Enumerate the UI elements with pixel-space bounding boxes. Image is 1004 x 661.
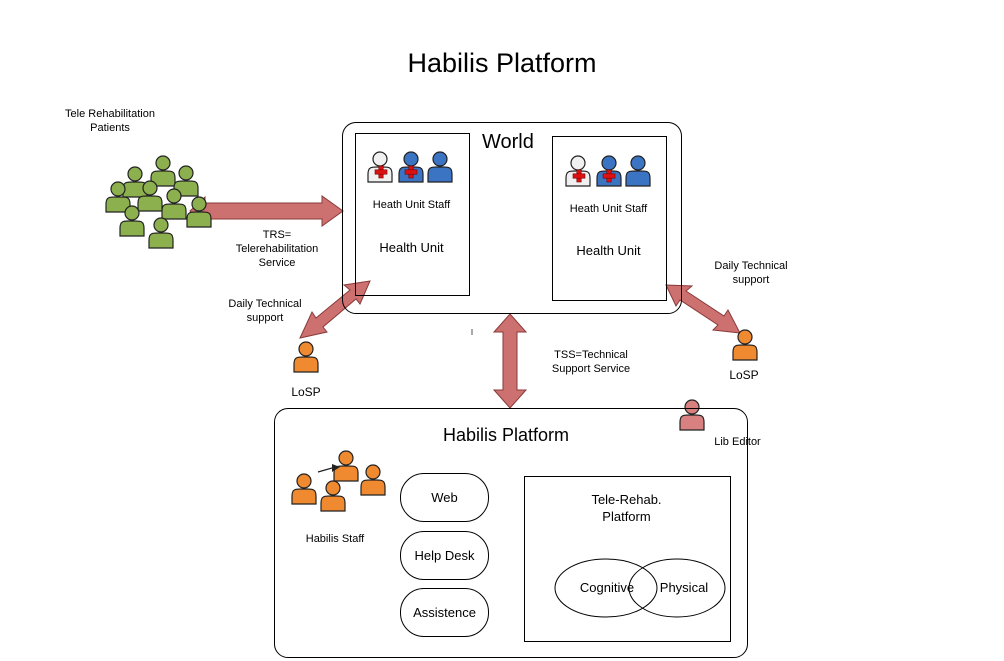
health-unit-box xyxy=(552,136,667,301)
losp-right-icon xyxy=(732,329,758,361)
world-label: World xyxy=(482,131,534,153)
assistence-service: Assistence xyxy=(400,588,489,637)
cognitive-label: Cognitive xyxy=(579,580,635,595)
right-support-label: Daily Technical support xyxy=(714,260,788,286)
left-support-arrow xyxy=(299,280,371,339)
losp-left-label: LoSP xyxy=(291,385,321,399)
left-support-label: Daily Technical support xyxy=(228,298,302,324)
telerehab-platform-label: Tele-Rehab. Platform xyxy=(591,492,662,524)
patients-group-icon xyxy=(105,155,212,249)
lib-editor-label: Lib Editor xyxy=(714,436,761,448)
health-unit-staff-label: Heath Unit Staff xyxy=(372,199,451,211)
diagram-title: Habilis Platform xyxy=(407,48,597,78)
health-unit-staff-label: Heath Unit Staff xyxy=(569,203,648,215)
habilis-platform-label: Habilis Platform xyxy=(442,425,570,445)
habilis-staff-icon xyxy=(291,450,386,512)
telerehab-venn xyxy=(554,558,726,618)
world-box xyxy=(342,122,682,314)
web-service: Web xyxy=(400,473,489,522)
health-unit-label: Health Unit xyxy=(576,243,641,258)
habilis-staff-label: Habilis Staff xyxy=(305,533,365,545)
telerehab-platform-box xyxy=(524,476,731,642)
habilis-platform-box xyxy=(274,408,748,658)
patients-label: Tele Rehabilitation Patients xyxy=(65,108,155,134)
trs-arrow xyxy=(189,195,344,227)
health-unit-box xyxy=(355,133,470,296)
tss-label: TSS=Technical Support Service xyxy=(551,349,631,375)
trs-label: TRS= Telerehabilitation Service xyxy=(235,229,319,269)
health-unit-label: Health Unit xyxy=(379,240,444,255)
tss-arrow xyxy=(492,313,528,409)
losp-right-label: LoSP xyxy=(729,368,759,382)
physical-label: Physical xyxy=(659,580,709,595)
help-desk-service: Help Desk xyxy=(400,531,489,580)
losp-left-icon xyxy=(293,341,319,373)
